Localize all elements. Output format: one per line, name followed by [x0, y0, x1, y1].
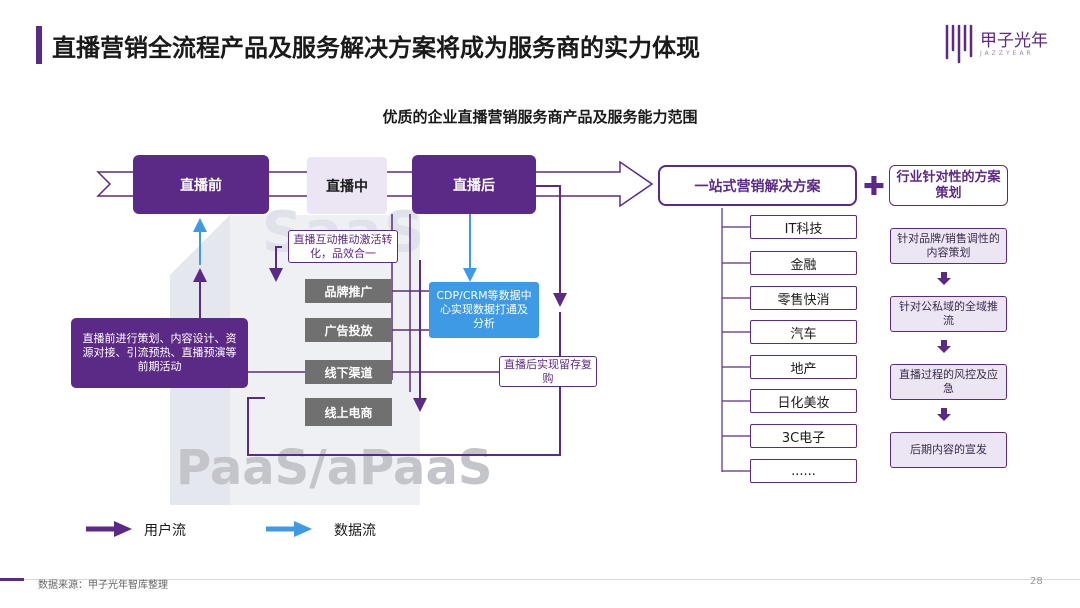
industry-item: 零售快消	[750, 286, 857, 310]
page-number: 28	[1030, 576, 1043, 587]
data-flow-arrow-icon	[266, 521, 312, 537]
plan-item: 直播过程的风控及应急	[890, 364, 1007, 400]
channel-online-ecommerce: 线上电商	[305, 398, 392, 426]
post-live-retention-note: 直播后实现留存复购	[499, 356, 597, 387]
channel-brand-promotion: 品牌推广	[305, 279, 392, 303]
data-center-note: CDP/CRM等数据中心实现数据打通及分析	[429, 282, 539, 338]
plan-item: 后期内容的宣发	[890, 432, 1007, 468]
legend-user-flow: 用户流	[144, 523, 186, 539]
footer-accent	[0, 578, 24, 581]
industry-plan-heading: 行业针对性的方案策划	[889, 165, 1008, 206]
legend-data-flow: 数据流	[334, 523, 376, 539]
industry-item: 汽车	[750, 320, 857, 344]
channel-advertising: 广告投放	[305, 318, 392, 342]
phase-live: 直播中	[307, 157, 387, 214]
industry-item: ......	[750, 459, 857, 483]
logo-mark-icon	[945, 24, 973, 64]
industry-item: 金融	[750, 251, 857, 275]
industry-item: 3C电子	[750, 424, 857, 448]
logo-subtext: JAZZYEAR	[980, 50, 1034, 57]
live-interaction-note: 直播互动推动激活转化，品效合一	[288, 230, 398, 263]
industry-item: IT科技	[750, 215, 857, 239]
footer-divider	[0, 579, 1080, 580]
logo-text: 甲子光年	[980, 31, 1048, 51]
user-flow-arrow-icon	[86, 521, 132, 537]
title-accent-bar	[36, 26, 42, 64]
plan-item: 针对品牌/销售调性的内容策划	[890, 228, 1007, 264]
diagram-title: 优质的企业直播营销服务商产品及服务能力范围	[382, 108, 698, 126]
data-source: 数据来源：甲子光年智库整理	[38, 580, 168, 591]
channel-offline: 线下渠道	[305, 360, 392, 384]
paas-watermark: PaaS/aPaaS	[176, 440, 493, 496]
pre-live-activities-note: 直播前进行策划、内容设计、资源对接、引流预热、直播预演等前期活动	[71, 318, 248, 388]
page-title: 直播营销全流程产品及服务解决方案将成为服务商的实力体现	[52, 34, 700, 62]
phase-pre-live: 直播前	[133, 155, 269, 214]
plan-item: 针对公私域的全域推流	[890, 296, 1007, 332]
brand-logo: 甲子光年 JAZZYEAR	[944, 24, 1054, 66]
one-stop-solution: 一站式营销解决方案	[658, 165, 857, 206]
phase-post-live: 直播后	[412, 155, 536, 214]
industry-item: 地产	[750, 355, 857, 379]
plus-icon: ✚	[863, 172, 885, 202]
industry-item: 日化美妆	[750, 389, 857, 413]
